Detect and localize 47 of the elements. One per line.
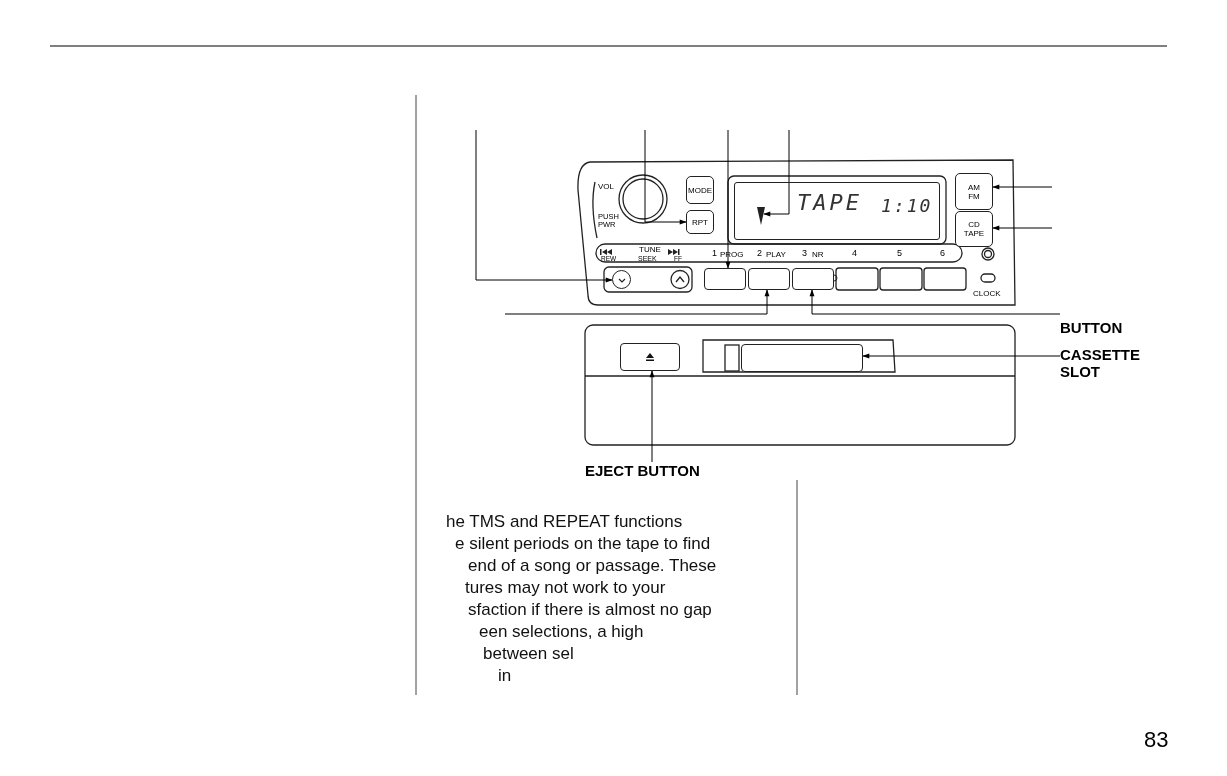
preset-number: 3 [802, 249, 807, 259]
preset-number: 4 [852, 249, 857, 259]
preset-number: 1 [712, 249, 717, 259]
preset-label: PROG [720, 251, 744, 260]
body-text: he TMS and REPEAT functions [446, 513, 683, 532]
preset-number: 6 [940, 249, 945, 259]
preset-number: 5 [897, 249, 902, 259]
control-label: TUNE [639, 246, 661, 255]
preset-label: PLAY [766, 251, 786, 260]
display-time: 1:10 [881, 195, 933, 216]
eject-button [620, 343, 680, 371]
preset-number: 2 [757, 249, 762, 259]
leader-line [649, 370, 655, 463]
control-label: CLOCK [973, 290, 1001, 299]
body-text: e silent periods on the tape to find [455, 535, 711, 554]
callout-label: BUTTON [1060, 306, 1140, 336]
body-text: sfaction if there is almost no gap [468, 601, 712, 620]
band-button: AM FM [955, 173, 993, 210]
preset-button [792, 268, 834, 290]
body-text: in [498, 667, 512, 686]
leader-line [504, 289, 770, 315]
source-button: CD TAPE [955, 211, 993, 247]
leader-line [725, 129, 731, 269]
leader-line [992, 225, 1053, 231]
display-panel [734, 182, 940, 240]
leader-line [992, 184, 1053, 190]
leader-line [763, 129, 790, 217]
page-number: 83 [1144, 728, 1169, 753]
body-text: between sel [483, 645, 574, 664]
cassette-slot [741, 344, 863, 372]
body-text: tures may not work to your [465, 579, 666, 598]
preset-label: NR [812, 251, 824, 260]
repeat-button: RPT [686, 210, 714, 234]
leader-line [862, 353, 1061, 359]
preset-button [704, 268, 746, 290]
callout-label: EJECT BUTTON [585, 462, 725, 482]
body-text: end of a song or passage. These [468, 557, 717, 576]
leader-line [809, 289, 1061, 315]
body-text: een selections, a high [479, 623, 644, 642]
seek-down-button [612, 270, 631, 289]
mode-button: MODE [686, 176, 714, 204]
leader-line [644, 129, 687, 225]
callout-label: CASSETTE SLOT [1060, 346, 1150, 384]
preset-button [748, 268, 790, 290]
leader-line [475, 129, 613, 283]
display-text: TAPE [797, 190, 862, 215]
control-label: VOL [598, 183, 614, 192]
